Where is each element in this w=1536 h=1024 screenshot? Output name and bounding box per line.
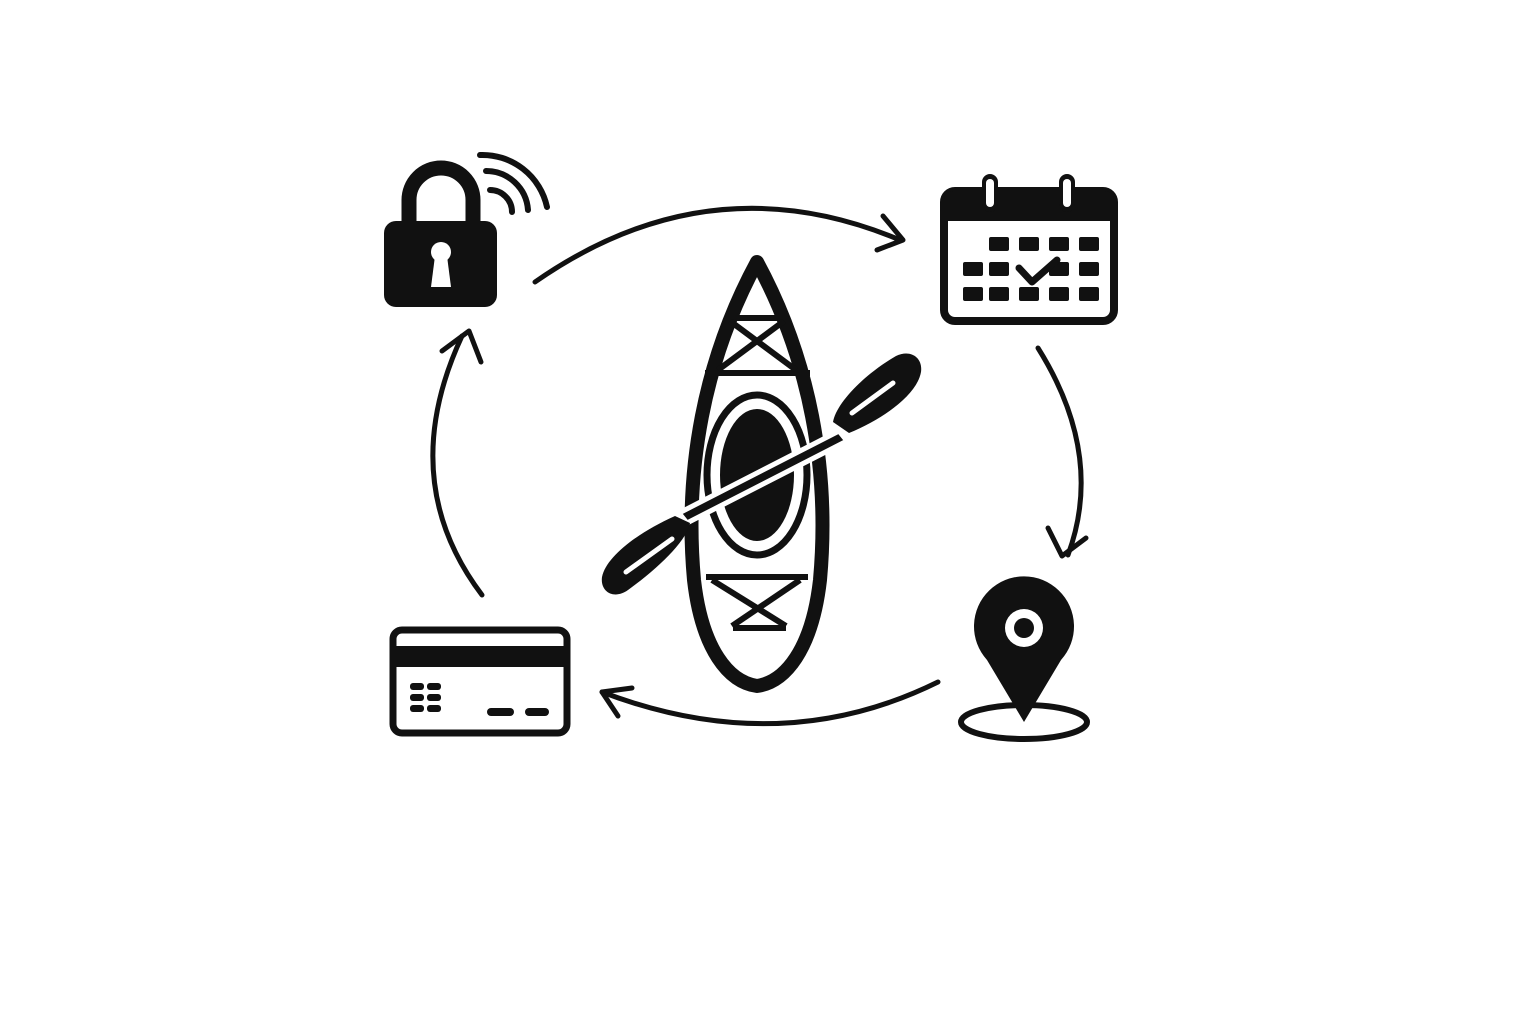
arrow-pin-to-card [599, 679, 941, 727]
smart-lock-wireless-icon [384, 151, 550, 307]
kayak-cockpit [703, 391, 811, 559]
card-chip [410, 683, 441, 712]
paddle [601, 353, 922, 595]
check-mark-icon [1015, 256, 1061, 286]
cycle-arrows [430, 205, 1089, 727]
arrow-card-to-lock [430, 328, 485, 598]
paddle-shaft [675, 427, 851, 527]
kayak-deck-lines [705, 315, 810, 631]
calendar-day-grid [963, 237, 1099, 301]
arrow-calendar-to-pin [1035, 345, 1089, 559]
location-pin-icon [958, 576, 1090, 742]
kayak-with-paddle-icon [601, 255, 922, 693]
credit-card-icon [389, 626, 571, 737]
calendar-check-icon [940, 174, 1118, 325]
arrow-lock-to-calendar [532, 205, 906, 285]
